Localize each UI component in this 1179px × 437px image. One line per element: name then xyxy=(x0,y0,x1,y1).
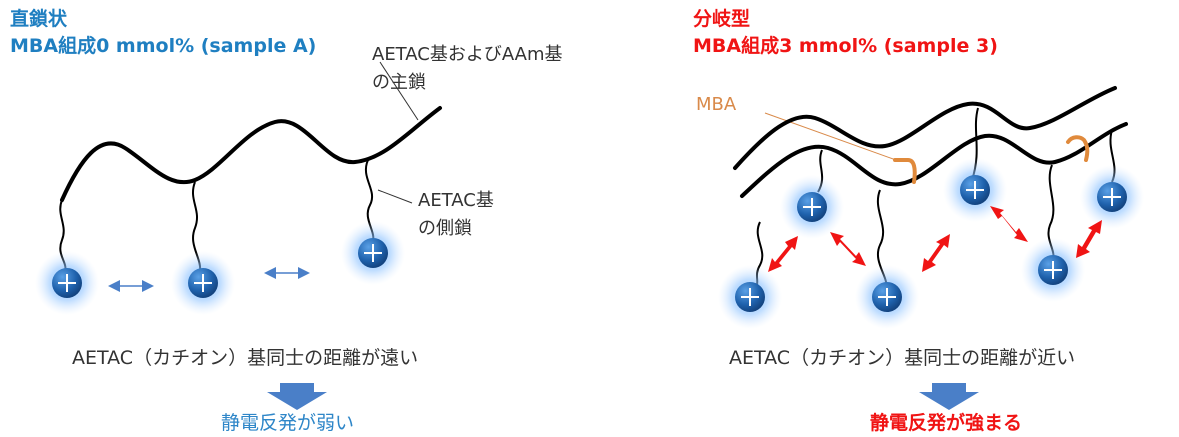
left-result-arrow-icon xyxy=(267,383,327,410)
right-result-arrow-icon xyxy=(919,383,979,410)
right-cation-2 xyxy=(780,175,844,239)
mba-label: MBA xyxy=(696,94,737,115)
strong-repulsion-arrow-1 xyxy=(768,236,798,272)
main-chain-label-line1: AETAC基およびAAm基 xyxy=(372,44,563,65)
strong-repulsion-arrow-3 xyxy=(922,234,950,272)
left-main-chain xyxy=(60,106,442,202)
right-cation-5 xyxy=(1021,238,1085,302)
left-caption: AETAC（カチオン）基同士の距離が遠い xyxy=(72,347,419,369)
main-chain-pointer xyxy=(379,61,419,121)
mba-pointer xyxy=(764,112,897,161)
right-cation-6 xyxy=(1080,165,1144,229)
side-chain-pointer xyxy=(377,189,413,204)
right-result: 静電反発が強まる xyxy=(870,412,1023,434)
strong-repulsion-arrow-5 xyxy=(1076,220,1102,258)
strong-repulsion-arrow-2 xyxy=(830,232,866,266)
mba-crosslink-1 xyxy=(893,158,917,184)
right-caption: AETAC（カチオン）基同士の距離が近い xyxy=(729,347,1076,369)
left-cation-3 xyxy=(341,221,405,285)
main-chain-label-line2: の主鎖 xyxy=(372,72,426,93)
side-chain-label-line2: の側鎖 xyxy=(418,218,472,239)
left-result: 静電反発が弱い xyxy=(221,412,355,434)
right-cation-3 xyxy=(855,265,919,329)
right-main-chain-upper xyxy=(733,86,1117,170)
left-cation-2 xyxy=(171,251,235,315)
right-cation-1 xyxy=(718,265,782,329)
right-title-line2: MBA組成3 mmol% (sample 3) xyxy=(693,35,998,57)
left-title-line1: 直鎖状 xyxy=(10,8,68,30)
right-cation-4 xyxy=(943,158,1007,222)
right-main-chain-lower xyxy=(740,122,1128,198)
left-title-line2: MBA組成0 mmol% (sample A) xyxy=(10,35,317,57)
right-title-line1: 分岐型 xyxy=(693,8,751,30)
mba-crosslink-2 xyxy=(1066,135,1090,162)
left-cation-1 xyxy=(35,251,99,315)
strong-repulsion-arrow-4 xyxy=(990,206,1028,242)
side-chain-label-line1: AETAC基 xyxy=(418,190,494,211)
